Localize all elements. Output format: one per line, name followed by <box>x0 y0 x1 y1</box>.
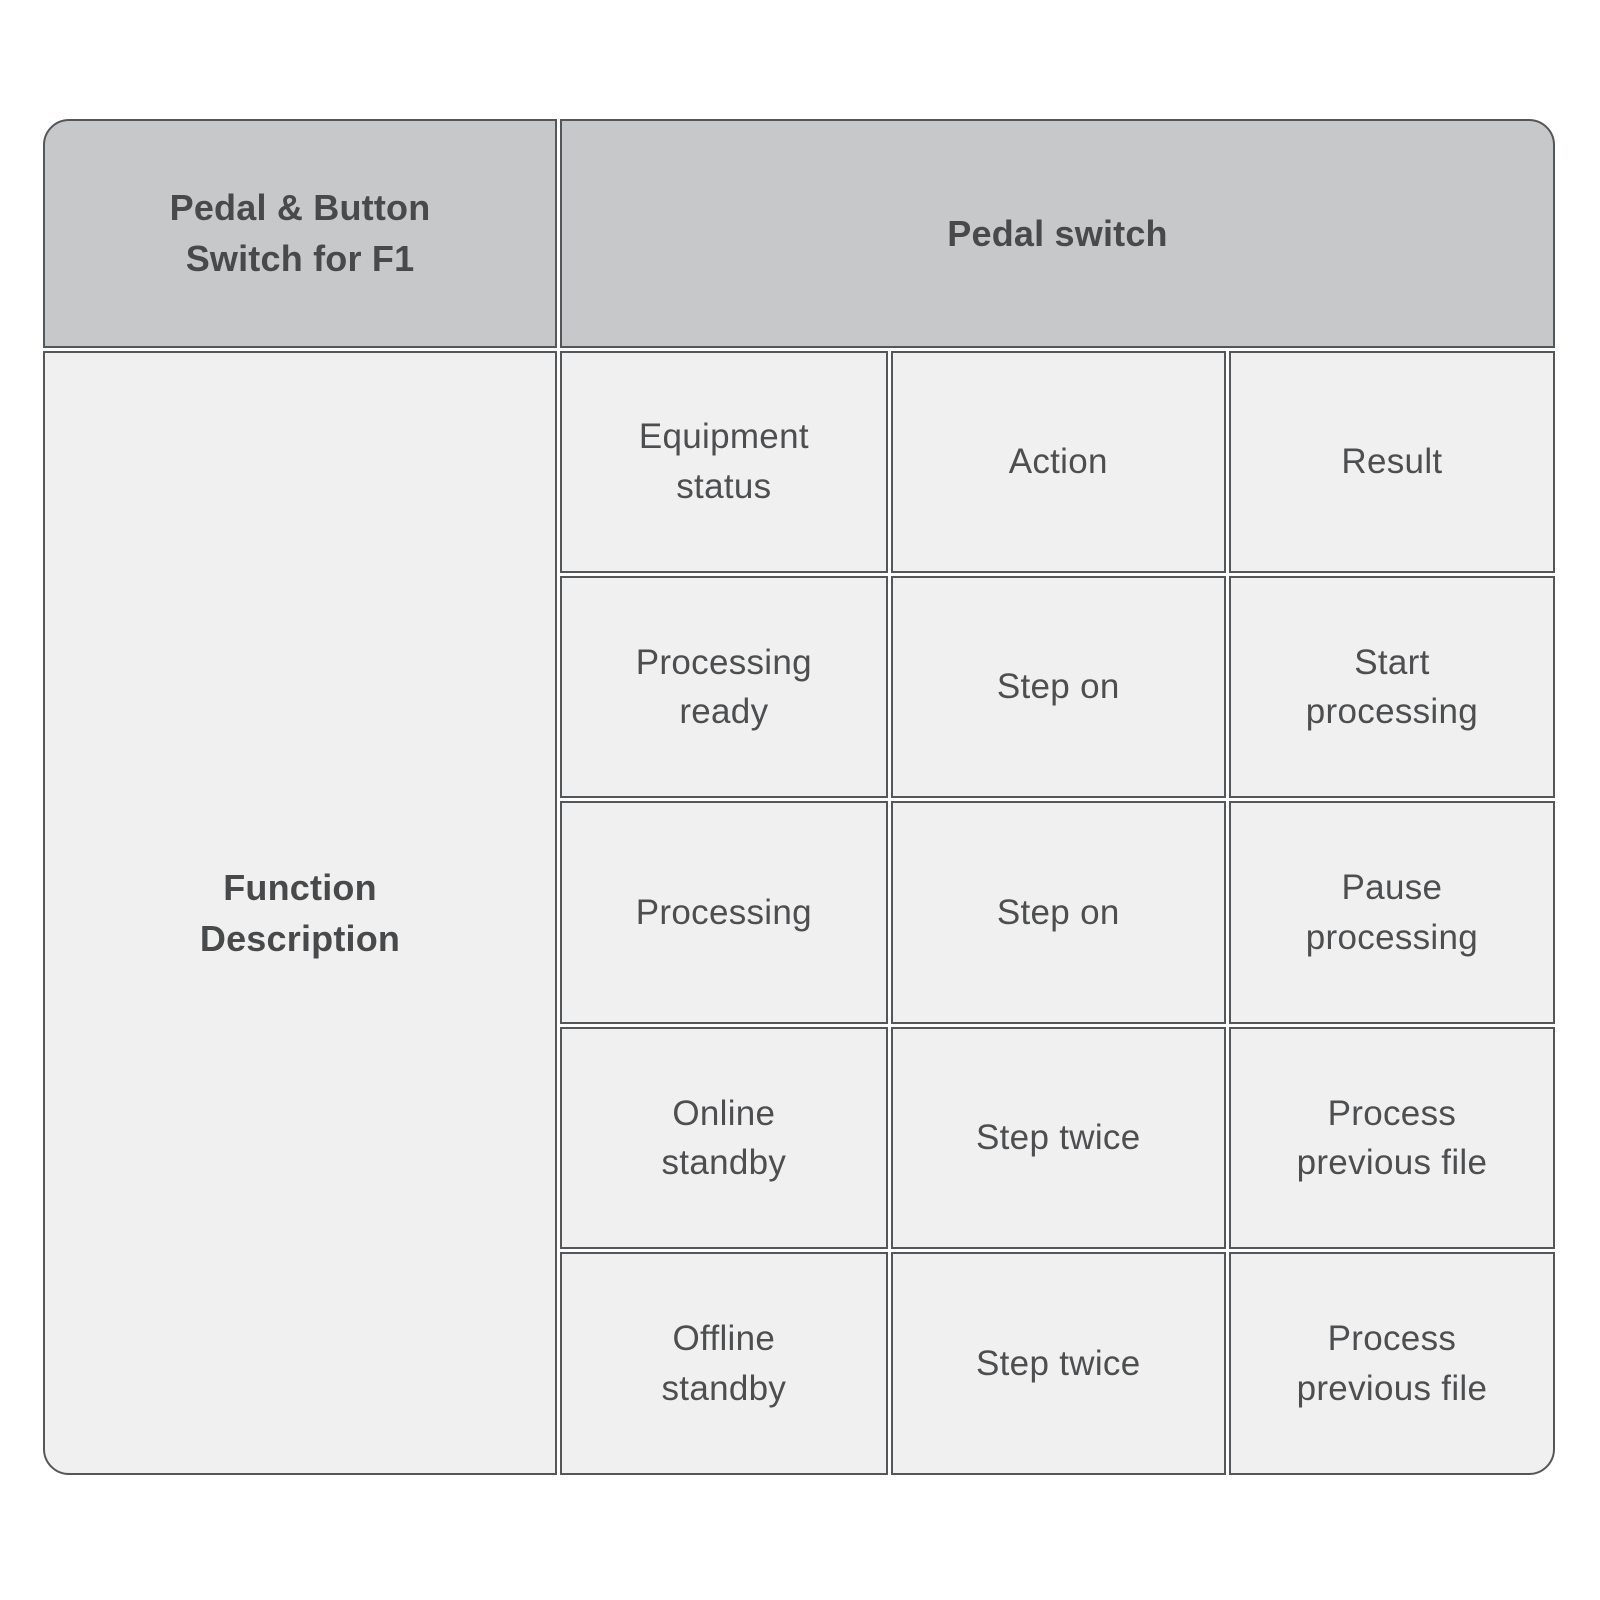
action-cell: Step twice <box>890 1026 1226 1250</box>
action-value: Step twice <box>976 1343 1141 1383</box>
result-value: Process previous file <box>1296 1093 1488 1183</box>
result-value: Pause processing <box>1305 868 1479 957</box>
table-row: Online standby Step twice Process previo… <box>43 1026 1555 1250</box>
table-row: Offline standby Step twice Process previ… <box>43 1252 1555 1475</box>
action-cell: Step on <box>890 801 1226 1024</box>
action-header-cell: Action <box>890 350 1226 573</box>
corner-header-cell: Pedal & Button Switch for F1 <box>43 119 558 348</box>
action-value: Step on <box>996 892 1120 932</box>
action-value: Step on <box>996 667 1120 707</box>
equipment-status-value: Offline standby <box>661 1319 787 1408</box>
equipment-status-cell: Offline standby <box>560 1252 888 1475</box>
pedal-switch-header-cell: Pedal switch <box>560 119 1555 348</box>
result-cell: Pause processing <box>1228 801 1555 1024</box>
action-header-label: Action <box>1008 441 1108 481</box>
function-description-label: Function Description <box>199 866 401 959</box>
result-cell: Process previous file <box>1228 1026 1555 1250</box>
action-value: Step twice <box>976 1118 1141 1158</box>
table-header-row: Pedal & Button Switch for F1 Pedal switc… <box>43 119 1555 348</box>
corner-header-label: Pedal & Button Switch for F1 <box>169 187 431 280</box>
result-cell: Start processing <box>1228 575 1555 799</box>
result-header-cell: Result <box>1228 350 1555 573</box>
result-cell: Process previous file <box>1228 1252 1555 1475</box>
pedal-function-table: Pedal & Button Switch for F1 Pedal switc… <box>40 116 1558 1478</box>
equipment-status-cell: Processing <box>560 801 888 1024</box>
action-cell: Step twice <box>890 1252 1226 1475</box>
equipment-status-cell: Processing ready <box>560 575 888 799</box>
result-value: Start processing <box>1305 642 1479 732</box>
equipment-status-cell: Online standby <box>560 1026 888 1250</box>
equipment-status-value: Processing <box>635 892 812 932</box>
table-row: Processing Step on Pause processing <box>43 801 1555 1024</box>
equipment-status-header-label: Equipment status <box>638 417 809 506</box>
pedal-switch-table: Pedal & Button Switch for F1 Pedal switc… <box>40 116 1558 1478</box>
table-row: Processing ready Step on Start processin… <box>43 575 1555 799</box>
result-value: Process previous file <box>1296 1319 1488 1408</box>
action-cell: Step on <box>890 575 1226 799</box>
equipment-status-value: Processing ready <box>635 642 812 732</box>
equipment-status-header-cell: Equipment status <box>560 350 888 573</box>
sub-header-row: Function Description Equipment status Ac… <box>43 350 1555 1475</box>
function-description-cell: Function Description <box>43 350 558 1475</box>
equipment-status-value: Online standby <box>661 1093 787 1183</box>
pedal-switch-header-label: Pedal switch <box>947 212 1168 254</box>
result-header-label: Result <box>1341 441 1443 481</box>
